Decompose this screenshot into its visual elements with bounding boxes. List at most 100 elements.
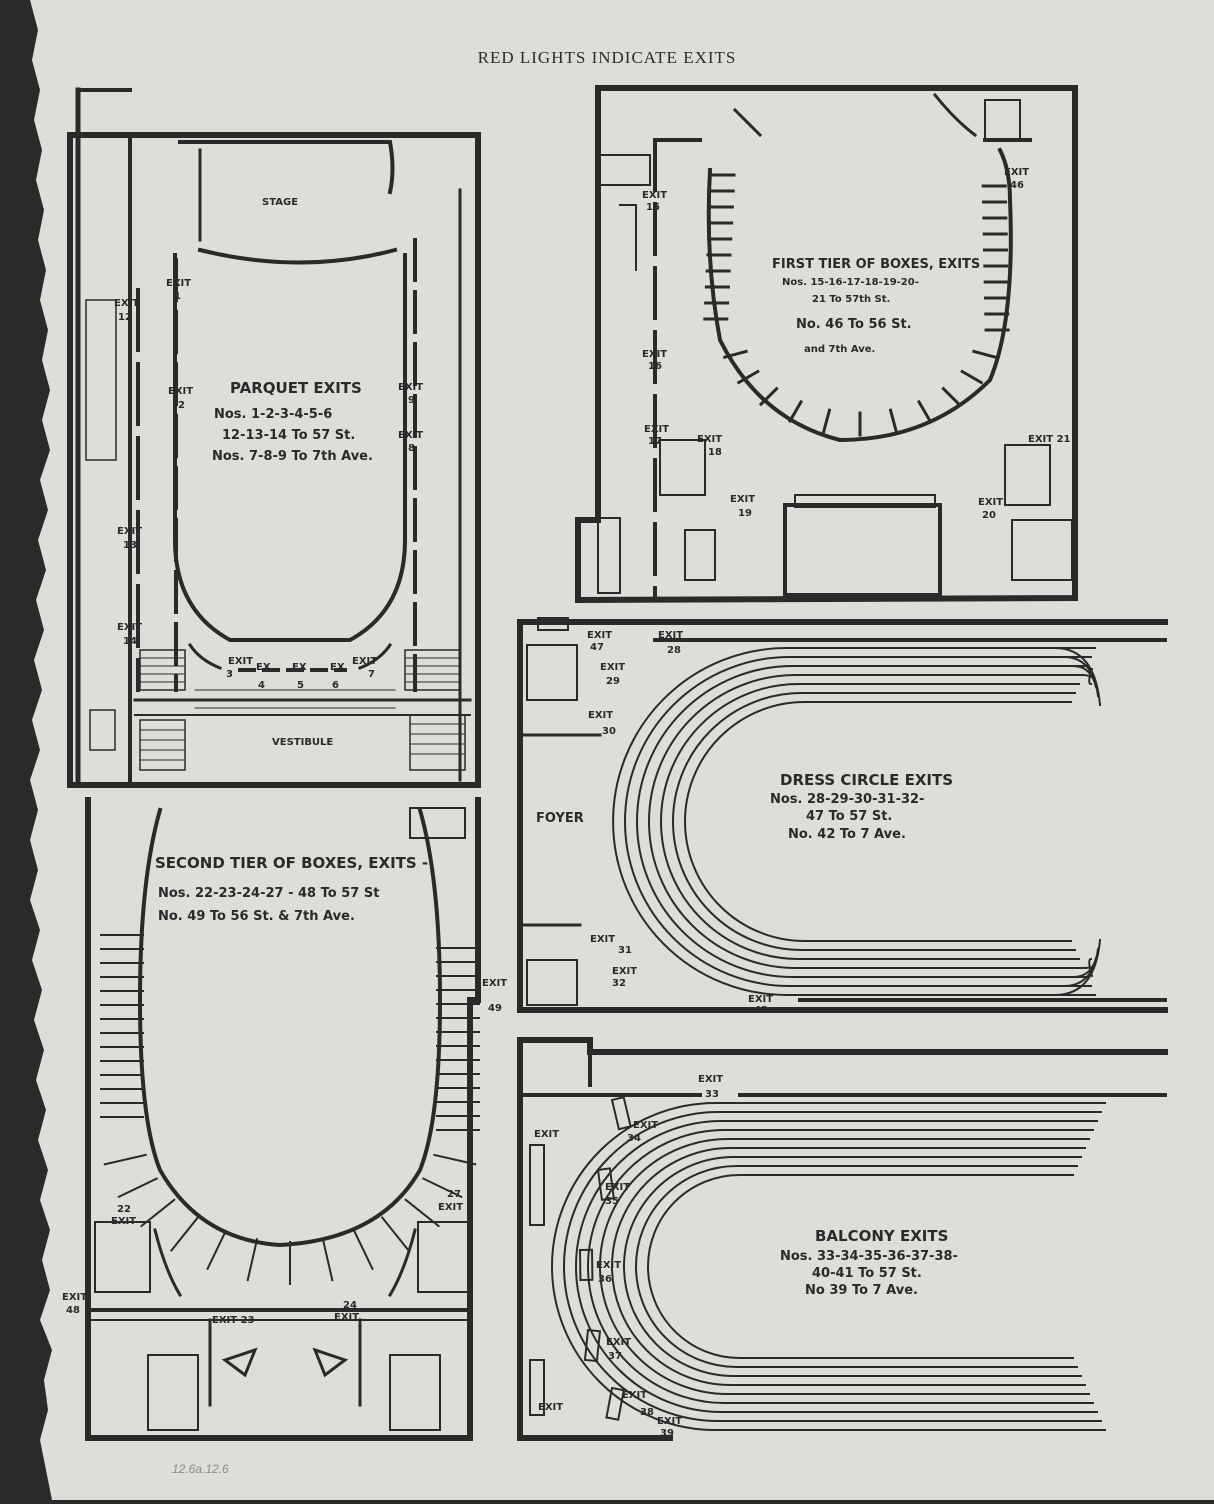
box-divider bbox=[404, 1198, 440, 1228]
vestibule-label: VESTIBULE bbox=[272, 737, 333, 748]
exit-text: EXIT bbox=[600, 662, 625, 673]
exit-text: 46 bbox=[1010, 180, 1024, 191]
exit-text: 5 bbox=[297, 680, 304, 691]
exit-text: EXIT bbox=[166, 278, 191, 289]
box-divider bbox=[916, 399, 933, 423]
exit-text: 27 bbox=[447, 1189, 461, 1200]
balcony-row bbox=[587, 1129, 1094, 1404]
exit-text: EXIT bbox=[644, 424, 669, 435]
dress-row bbox=[660, 683, 1080, 960]
exit-text: 15 bbox=[646, 202, 660, 213]
balcony-row bbox=[599, 1138, 1090, 1395]
parquet-caption-line: Nos. 7-8-9 To 7th Ave. bbox=[212, 449, 373, 464]
exit-label: EXIT bbox=[538, 1402, 563, 1413]
box-divider bbox=[722, 349, 748, 360]
page-title: RED LIGHTS INDICATE EXITS bbox=[477, 48, 737, 67]
exit-text: 47 bbox=[590, 642, 604, 653]
balcony-box bbox=[583, 1328, 602, 1363]
exit-text: EXIT bbox=[978, 497, 1003, 508]
first-tier-caption-line: FIRST TIER OF BOXES, EXITS bbox=[772, 257, 980, 272]
box-divider bbox=[821, 408, 832, 434]
exit-text: EXIT bbox=[438, 1202, 463, 1213]
exit-text: 34 bbox=[627, 1133, 641, 1144]
exit-label: EXIT 29 bbox=[600, 662, 625, 687]
exit-text: 2 bbox=[178, 400, 185, 411]
exit-text: EX bbox=[292, 662, 307, 673]
parquet-caption-line: Nos. 1-2-3-4-5-6 bbox=[214, 407, 332, 422]
balcony-caption-line: 40-41 To 57 St. bbox=[812, 1266, 922, 1281]
exit-label: EXIT 2 bbox=[168, 386, 193, 411]
exit-text: 8 bbox=[408, 443, 415, 454]
exit-text: EXIT bbox=[111, 1216, 136, 1227]
box-divider bbox=[758, 386, 779, 407]
exit-text: 18 bbox=[708, 447, 722, 458]
dress-row bbox=[612, 647, 1096, 996]
dress-row bbox=[648, 674, 1084, 969]
exit-text: 37 bbox=[608, 1351, 622, 1362]
parquet-plan bbox=[67, 87, 481, 788]
exit-text: 3 bbox=[226, 669, 233, 680]
exit-label: EXIT 21 bbox=[1028, 434, 1071, 445]
exit-text: EXIT bbox=[590, 934, 615, 945]
dress-row bbox=[624, 656, 1092, 987]
exit-text: EXIT bbox=[588, 710, 613, 721]
exit-text: 42 bbox=[754, 1005, 768, 1016]
dress-circle-caption-line: DRESS CIRCLE EXITS bbox=[780, 771, 953, 789]
exit-text: EXIT bbox=[334, 1312, 359, 1323]
exit-text: 17 bbox=[648, 436, 662, 447]
exit-text: EXIT bbox=[658, 630, 683, 641]
exit-text: EXIT bbox=[534, 1129, 559, 1140]
exit-text: EXIT bbox=[657, 1416, 682, 1427]
exit-text: 16 bbox=[648, 361, 662, 372]
exit-text: EXIT bbox=[228, 656, 253, 667]
exit-text: 29 bbox=[606, 676, 620, 687]
balcony-row bbox=[551, 1102, 1106, 1431]
exit-text: EXIT bbox=[587, 630, 612, 641]
exit-text: 28 bbox=[667, 645, 681, 656]
box-divider bbox=[117, 1177, 158, 1199]
parquet-caption-line: PARQUET EXITS bbox=[230, 379, 362, 397]
exit-text: 39 bbox=[660, 1428, 674, 1439]
exit-text: 19 bbox=[738, 508, 752, 519]
row-end bbox=[1080, 673, 1096, 680]
box-divider bbox=[206, 1229, 228, 1271]
exit-text: EXIT bbox=[538, 1402, 563, 1413]
dress-circle-rows bbox=[612, 646, 1102, 997]
exit-label: EXIT 23 bbox=[212, 1315, 255, 1326]
balcony-caption: BALCONY EXITS Nos. 33-34-35-36-37-38- 40… bbox=[780, 1227, 958, 1298]
box-divider bbox=[246, 1237, 259, 1282]
exit-text: EX bbox=[256, 662, 271, 673]
row-end bbox=[1071, 956, 1098, 979]
balcony-rows bbox=[551, 1096, 1106, 1431]
row-end bbox=[1062, 947, 1100, 988]
box-divider bbox=[422, 1177, 463, 1199]
exit-text: EXIT bbox=[168, 386, 193, 397]
balcony-row bbox=[563, 1111, 1102, 1422]
parquet-caption-line: 12-13-14 To 57 St. bbox=[222, 428, 355, 443]
exit-text: EXIT bbox=[114, 298, 139, 309]
exit-label: EXIT 18 bbox=[697, 434, 722, 458]
box-divider bbox=[888, 408, 899, 434]
box-divider bbox=[960, 369, 984, 385]
row-end bbox=[1080, 965, 1096, 970]
balcony-row bbox=[647, 1174, 1074, 1359]
exit-text: EXIT bbox=[633, 1120, 658, 1131]
exit-text: EXIT bbox=[697, 434, 722, 445]
exit-text: EXIT bbox=[642, 349, 667, 360]
exit-text: EXIT bbox=[398, 430, 423, 441]
exit-text: EXIT bbox=[622, 1390, 647, 1401]
box-divider bbox=[170, 1216, 200, 1252]
